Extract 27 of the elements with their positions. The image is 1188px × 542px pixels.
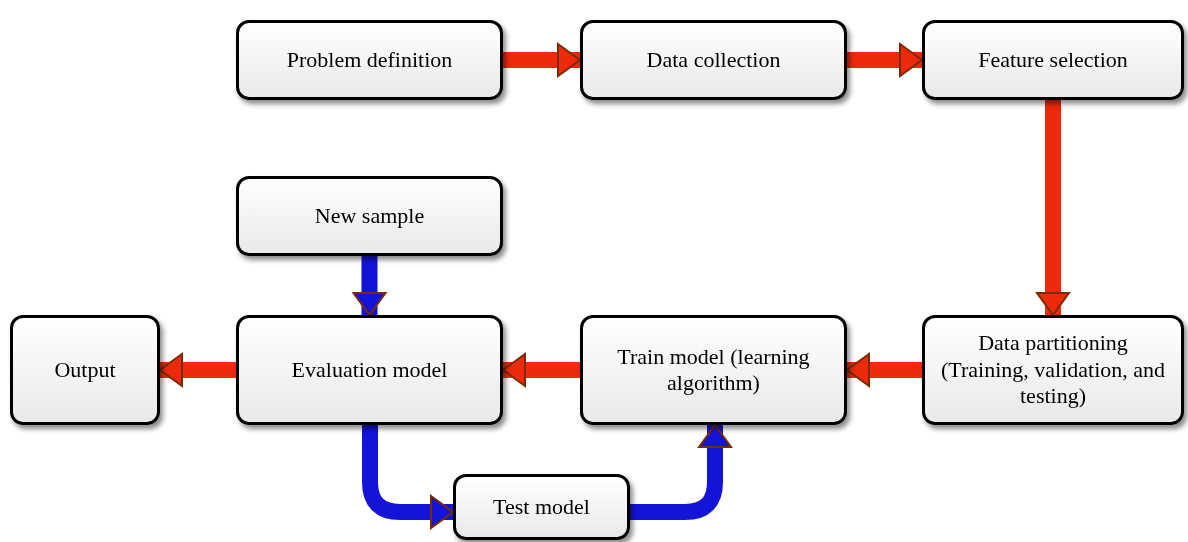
box-label: Output [54,356,116,384]
block-arrow [503,43,581,77]
process-box [236,20,503,100]
box-label: Feature selection [978,46,1128,74]
block-arrow [630,424,732,520]
process-box [236,176,503,256]
block-arrow [847,43,923,77]
process-box [10,315,160,425]
process-box [580,315,847,425]
block-arrow [846,353,922,387]
block-arrow [159,353,236,387]
box-label: Data collection [646,46,781,74]
process-box [453,474,630,540]
box-label: Train model (learning algorithm) [616,343,811,397]
block-arrow [352,256,387,316]
block-arrow [1036,100,1070,316]
process-box [922,20,1184,100]
box-label: Test model [493,493,590,521]
block-arrow [502,353,580,387]
process-box [236,315,503,425]
block-arrow [362,425,454,529]
box-label: Evaluation model [291,356,448,384]
box-label: New sample [314,202,425,230]
process-box [922,315,1184,425]
box-label: Problem definition [286,46,453,74]
box-label: Data partitioning (Training, validation, and testing) [939,330,1167,410]
process-box [580,20,847,100]
